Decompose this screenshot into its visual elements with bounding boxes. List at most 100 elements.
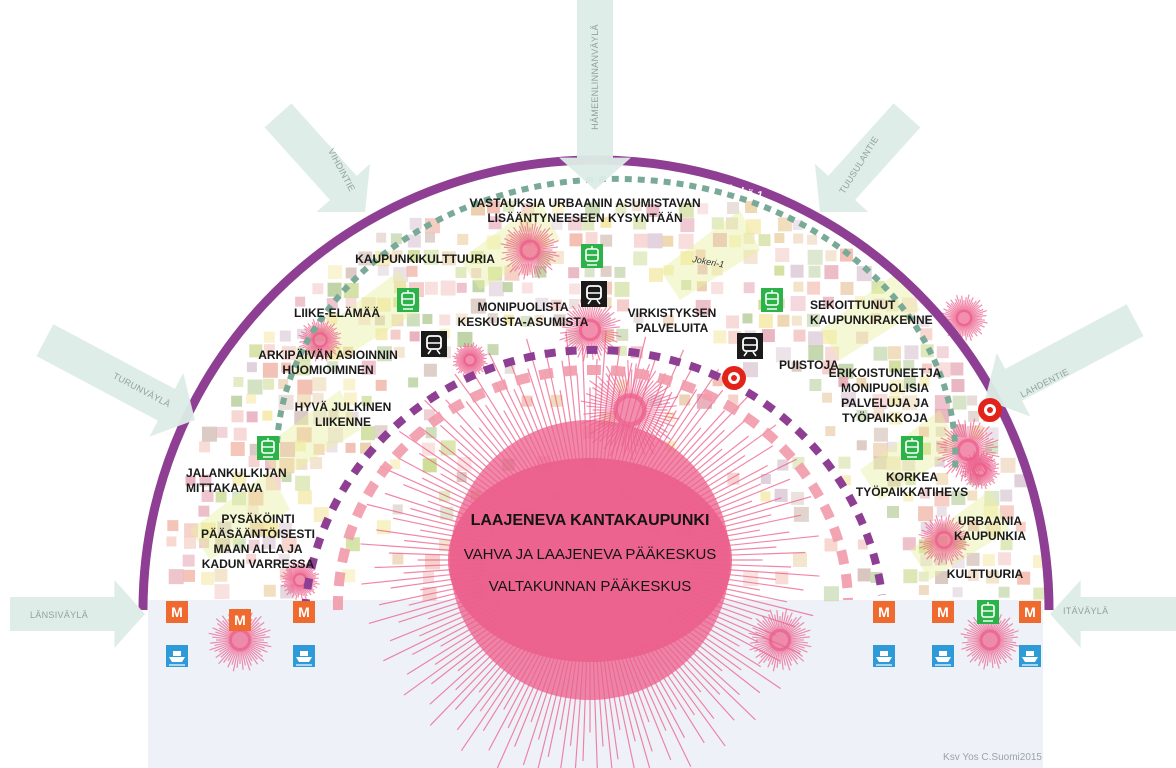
mosaic-tile: [390, 329, 401, 340]
mosaic-tile: [743, 249, 758, 264]
mosaic-tile: [358, 251, 373, 266]
mosaic-tile: [791, 315, 802, 326]
road-arrows: [10, 0, 1176, 648]
tram-icon: [257, 436, 279, 460]
mosaic-tile: [726, 217, 739, 230]
mosaic-tile: [343, 346, 354, 357]
mosaic-tile: [265, 475, 281, 491]
road-label-hameenlinnanvayla: HÄMEENLINNANVÄYLÄ: [590, 24, 600, 130]
jokeri-ring: [274, 175, 959, 471]
mosaic-wedge: [260, 390, 360, 480]
mosaic-tile: [327, 361, 339, 373]
mosaic-tile: [873, 442, 889, 458]
mosaic-tile: [823, 586, 839, 602]
core-title: LAAJENEVA KANTAKAUPUNKI: [470, 512, 710, 529]
mosaic-tile: [327, 282, 342, 297]
mosaic-tile: [312, 392, 324, 404]
mosaic-tile: [584, 267, 595, 278]
label-erikoistuneet: ERIKOISTUNEETJA MONIPUOLISIA PALVELUJA J…: [828, 366, 942, 425]
starburst: [748, 608, 812, 672]
mosaic-tile: [249, 344, 263, 358]
mosaic-tile: [201, 571, 215, 585]
mosaic-tile: [534, 314, 545, 325]
mosaic-tile: [392, 504, 403, 515]
mosaic-tile: [902, 537, 916, 551]
mosaic-tile: [984, 490, 1000, 506]
mosaic-tile: [777, 314, 790, 327]
tram-icon: [901, 436, 923, 460]
mosaic-tile: [873, 346, 888, 361]
mosaic-tile: [902, 395, 918, 411]
mosaic-tile: [886, 456, 901, 471]
mosaic-tile: [214, 584, 230, 600]
mosaic-tile: [792, 219, 803, 230]
mosaic-tile: [809, 379, 822, 392]
mosaic-tile: [600, 265, 612, 277]
metro-icon: M: [293, 601, 315, 623]
label-kulttuuria: KULTTUURIA: [946, 567, 1024, 581]
mosaic-tile: [904, 345, 919, 360]
mosaic-tile: [745, 219, 761, 235]
mosaic-tile: [406, 265, 418, 277]
mosaic-tile: [918, 585, 929, 596]
mosaic-tile: [393, 267, 409, 283]
mosaic-tile: [774, 265, 785, 276]
mosaic-tile: [887, 505, 900, 518]
mosaic-wedge: [190, 470, 290, 560]
mosaic-tile: [521, 395, 533, 407]
svg-text:M: M: [1024, 604, 1036, 620]
mosaic-tile: [936, 506, 947, 517]
mosaic-tile: [616, 345, 627, 356]
metro-icon: M: [932, 601, 954, 623]
mosaic-tile: [793, 281, 804, 292]
mosaic-tile: [201, 489, 214, 502]
mosaic-tile: [646, 203, 660, 217]
mosaic-tile: [294, 410, 309, 425]
mosaic-tile: [838, 456, 851, 469]
mosaic-tile: [263, 378, 275, 390]
mosaic-tile: [231, 395, 243, 407]
mosaic-tile: [457, 456, 472, 471]
mosaic-tile: [312, 410, 327, 425]
mosaic-tile: [247, 379, 263, 395]
mosaic-tile: [297, 490, 312, 505]
tram-icon: [761, 288, 783, 312]
station-marker: [722, 366, 746, 390]
mosaic-tile: [967, 490, 978, 501]
mosaic-tile: [582, 218, 595, 231]
mosaic-tile: [312, 283, 324, 295]
mosaic-tile: [424, 281, 438, 295]
mosaic-tile: [838, 363, 854, 379]
mosaic-tile: [934, 408, 949, 423]
mosaic-tile: [361, 395, 372, 406]
mosaic-tile: [822, 296, 834, 308]
mosaic-tile: [568, 267, 580, 279]
road-label-lansivayla: LÄNSIVÄYLÄ: [30, 610, 89, 620]
mosaic-tile: [777, 217, 792, 232]
mosaic-tile: [568, 216, 583, 231]
svg-text:M: M: [937, 604, 949, 620]
mosaic-tile: [743, 282, 755, 294]
mosaic-tile: [616, 299, 629, 312]
mosaic-tile: [712, 376, 723, 387]
road-arrow: [10, 580, 145, 648]
mosaic-tile: [216, 426, 228, 438]
mosaic-tile: [455, 313, 468, 326]
mosaic-tile: [407, 234, 421, 248]
mosaic-tile: [998, 586, 1010, 598]
mosaic-tile: [793, 233, 804, 244]
mosaic-tile: [265, 458, 277, 470]
mosaic-tile: [999, 505, 1014, 520]
mosaic-tile: [278, 553, 290, 565]
mosaic-tile: [807, 249, 823, 265]
mosaic-tile: [729, 235, 742, 248]
mosaic-tile: [840, 475, 851, 486]
station-marker: [978, 398, 1002, 422]
mosaic-tile: [392, 553, 404, 565]
mosaic-tile: [840, 392, 856, 408]
label-hyva-julkinen: HYVÄ JULKINEN LIIKENNE: [294, 400, 392, 429]
mosaic-tile: [296, 328, 307, 339]
mosaic-tile: [503, 314, 514, 325]
mosaic-tile: [422, 442, 436, 456]
mosaic-tile: [313, 443, 325, 455]
